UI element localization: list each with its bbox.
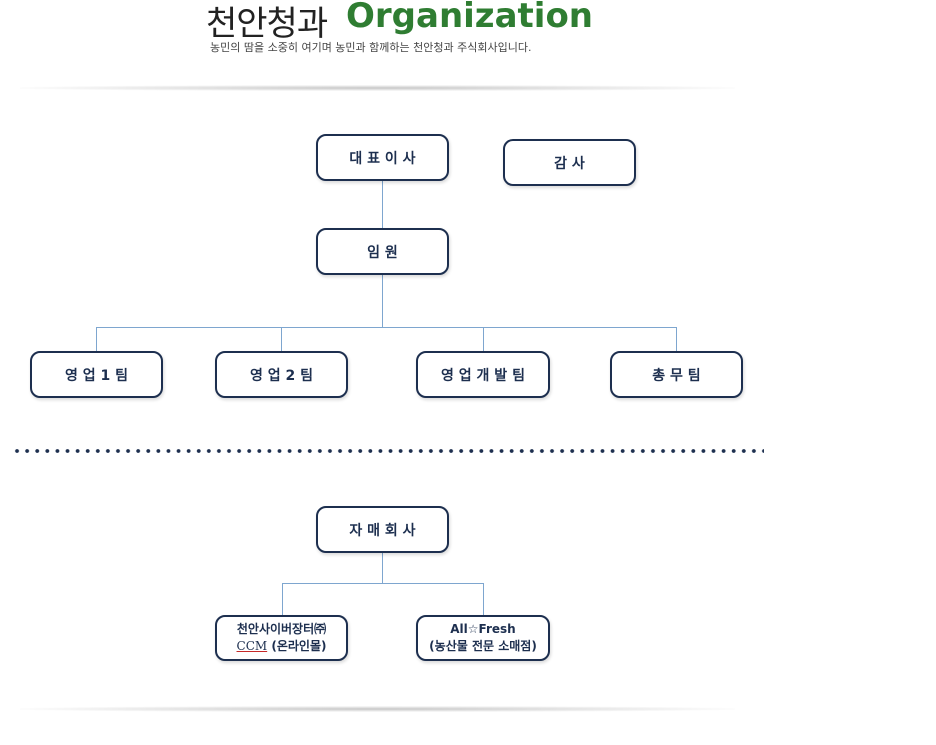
- subsidiary-box-allfresh: All☆Fresh (농산물 전문 소매점): [416, 615, 550, 661]
- top-divider: [20, 85, 735, 91]
- team-box-sales2: 영 업 2 팀: [215, 351, 348, 398]
- ccm-logo: CCM: [236, 639, 268, 653]
- bottom-divider: [20, 706, 735, 712]
- ceo-box: 대 표 이 사: [316, 134, 449, 181]
- connector-sub-bus: [282, 583, 484, 584]
- connector-ceo-exec: [382, 181, 383, 229]
- team-box-general-affairs: 총 무 팀: [610, 351, 743, 398]
- connector-sub-down: [382, 552, 383, 583]
- connector-team-4: [676, 327, 677, 351]
- connector-team-bus: [96, 327, 677, 328]
- connector-sub-1: [282, 583, 283, 615]
- subsidiary-root-box: 자 매 회 사: [316, 506, 449, 553]
- connector-exec-down: [382, 275, 383, 328]
- subsidiary-box-cyber-market: 천안사이버장터㈜ CCM (온라인몰): [215, 615, 348, 661]
- subsidiary-desc-line: CCM (온라인몰): [237, 638, 327, 655]
- subsidiary-name: All☆Fresh: [450, 622, 516, 636]
- title-english: Organization: [346, 0, 594, 36]
- connector-team-1: [96, 327, 97, 351]
- dotted-separator: [12, 447, 764, 455]
- subtitle: 농민의 땀을 소중히 여기며 농민과 함께하는 천안청과 주식회사입니다.: [210, 41, 532, 54]
- subsidiary-desc: (농산물 전문 소매점): [429, 639, 537, 653]
- connector-team-2: [281, 327, 282, 351]
- title-korean: 천안청과: [206, 4, 328, 44]
- subsidiary-desc: (온라인몰): [267, 639, 327, 653]
- team-box-sales-dev: 영 업 개 발 팀: [416, 351, 550, 398]
- auditor-box: 감 사: [503, 139, 636, 186]
- connector-sub-2: [483, 583, 484, 615]
- subsidiary-name: 천안사이버장터㈜: [236, 622, 327, 636]
- team-box-sales1: 영 업 1 팀: [30, 351, 163, 398]
- connector-team-3: [483, 327, 484, 351]
- executive-box: 임 원: [316, 228, 449, 275]
